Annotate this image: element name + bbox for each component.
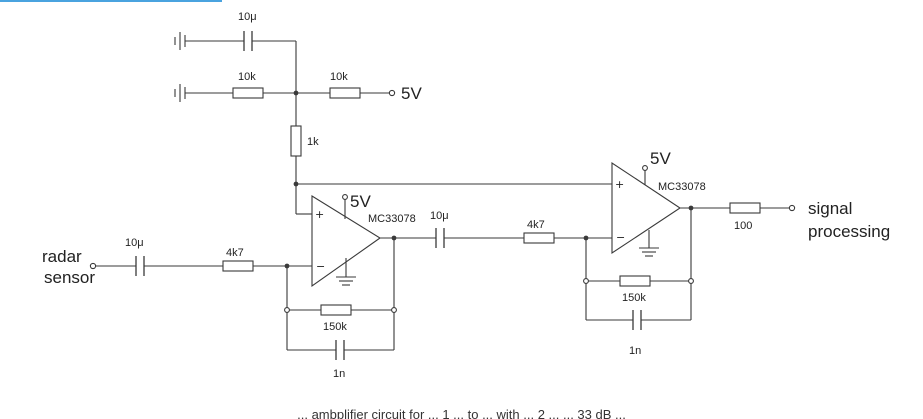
vertical-resistor-branch — [290, 93, 612, 215]
opamp1-minus: − — [316, 260, 325, 273]
input-resistor-value: 4k7 — [226, 247, 244, 259]
coupling-capacitor-value: 10μ — [430, 210, 449, 222]
top-right-resistor-value: 10k — [330, 71, 348, 83]
output-label-line2: processing — [808, 222, 890, 241]
output-terminal — [788, 204, 796, 212]
supply-terminal-top — [388, 89, 396, 97]
top-left-resistor-value: 10k — [238, 71, 256, 83]
top-left-resistor — [232, 87, 264, 99]
opamp2-part: MC33078 — [658, 181, 706, 193]
coupling-stage — [435, 228, 612, 248]
top-accent-bar — [0, 0, 222, 2]
output-label-line1: signal — [808, 199, 852, 218]
feedback-network-1 — [284, 238, 397, 360]
opamp2-supply: 5V — [650, 149, 671, 168]
opamp-2 — [611, 161, 796, 257]
top-capacitor-branch — [174, 31, 297, 93]
top-capacitor-value: 10μ — [238, 11, 257, 23]
top-divider-branch — [174, 84, 396, 102]
input-label-line1: radar — [42, 247, 82, 266]
input-capacitor-value: 10μ — [125, 237, 144, 249]
coupling-resistor-value: 4k7 — [527, 219, 545, 231]
feedback2-capacitor-value: 1n — [629, 345, 641, 357]
opamp1-part: MC33078 — [368, 213, 416, 225]
figure-caption: ... ambplifier circuit for ... 1 ... to … — [297, 407, 626, 419]
feedback1-resistor-value: 150k — [323, 321, 347, 333]
input-stage — [89, 256, 312, 276]
feedback1-capacitor-value: 1n — [333, 368, 345, 380]
feedback2-resistor-value: 150k — [622, 292, 646, 304]
vertical-resistor — [290, 125, 302, 157]
opamp1-plus: + — [315, 208, 324, 221]
vertical-resistor-value: 1k — [307, 136, 319, 148]
top-right-resistor — [329, 87, 361, 99]
opamp2-minus: − — [616, 231, 625, 244]
input-terminal — [89, 262, 97, 270]
opamp1-supply: 5V — [350, 192, 371, 211]
output-resistor-value: 100 — [734, 220, 752, 232]
feedback-network-2 — [583, 208, 694, 330]
input-label-line2: sensor — [44, 268, 95, 287]
opamp2-plus: + — [615, 178, 624, 191]
input-resistor — [222, 260, 254, 272]
opamp-1 — [311, 194, 436, 288]
supply-label-top: 5V — [401, 84, 422, 103]
